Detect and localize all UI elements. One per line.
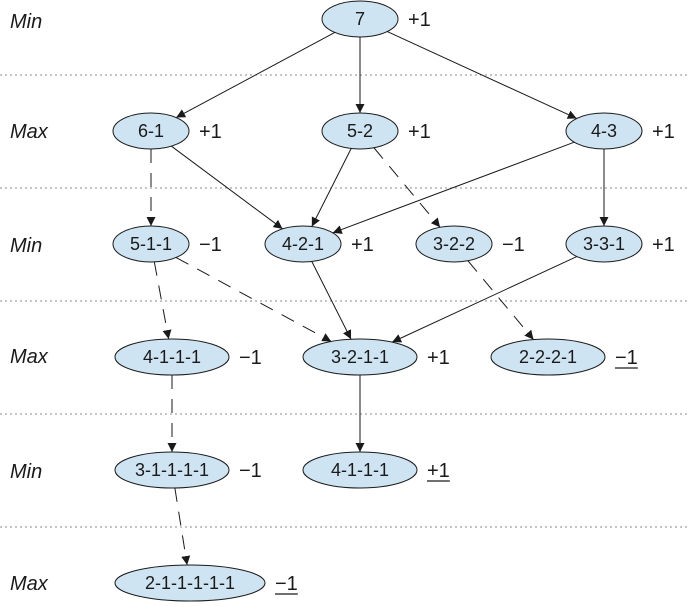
node-label: 4-2-1 bbox=[282, 234, 324, 254]
node-label: 2-1-1-1-1-1 bbox=[145, 573, 235, 593]
node-6-1: 6-1 +1 bbox=[112, 112, 222, 150]
node-ellipse bbox=[112, 225, 190, 263]
node-label: 4-3 bbox=[591, 121, 617, 141]
node-label: 2-2-2-1 bbox=[519, 347, 577, 367]
node-value: +1 bbox=[408, 9, 431, 31]
node-label: 3-2-2 bbox=[433, 234, 475, 254]
node-label: 3-1-1-1-1 bbox=[135, 460, 209, 480]
node-value: +1 bbox=[652, 121, 675, 143]
node-4-1-1-1-b: 4-1-1-1 +1 bbox=[302, 451, 450, 489]
node-ellipse bbox=[302, 338, 418, 376]
edge-3-1-1-1-1-to-2-1-1-1-1-1 bbox=[174, 487, 191, 566]
node-value: −1 bbox=[275, 573, 298, 595]
edges bbox=[146, 31, 609, 566]
node-ellipse bbox=[490, 338, 606, 376]
node-value: +1 bbox=[652, 234, 675, 256]
edge-4-3-to-4-2-1 bbox=[332, 141, 575, 234]
edge-7-to-4-3 bbox=[387, 31, 577, 119]
node-4-3: 4-3 +1 bbox=[565, 112, 675, 150]
node-4-2-1: 4-2-1 +1 bbox=[264, 225, 374, 263]
node-label: 7 bbox=[355, 9, 365, 29]
level-label-max: Max bbox=[10, 121, 49, 143]
node-ellipse bbox=[321, 112, 399, 150]
node-value: +1 bbox=[199, 121, 222, 143]
node-4-1-1-1: 4-1-1-1 −1 bbox=[114, 338, 262, 376]
node-ellipse bbox=[415, 225, 493, 263]
node-7: 7 +1 bbox=[321, 0, 431, 38]
edge-3-3-1-to-3-2-1-1 bbox=[391, 256, 578, 343]
level-label-min: Min bbox=[10, 11, 42, 33]
node-3-1-1-1-1: 3-1-1-1-1 −1 bbox=[114, 451, 262, 489]
edge-7-to-6-1 bbox=[175, 32, 336, 118]
level-label-min: Min bbox=[10, 235, 42, 257]
level-label-max: Max bbox=[10, 573, 49, 595]
node-value: +1 bbox=[427, 347, 450, 369]
edge-5-2-to-3-2-2 bbox=[373, 147, 441, 228]
node-label: 3-3-1 bbox=[583, 234, 625, 254]
edge-5-2-to-4-2-1 bbox=[311, 148, 352, 227]
node-value: −1 bbox=[239, 460, 262, 482]
node-label: 6-1 bbox=[138, 121, 164, 141]
node-ellipse bbox=[565, 112, 643, 150]
node-value: +1 bbox=[351, 234, 374, 256]
edge-4-2-1-to-3-2-1-1 bbox=[311, 261, 352, 340]
node-3-3-1: 3-3-1 +1 bbox=[565, 225, 675, 263]
node-value: +1 bbox=[408, 121, 431, 143]
node-ellipse bbox=[302, 451, 418, 489]
level-label-min: Min bbox=[10, 461, 42, 483]
node-5-1-1: 5-1-1 −1 bbox=[112, 225, 222, 263]
edge-5-1-1-to-4-1-1-1 bbox=[153, 261, 172, 340]
node-3-2-1-1: 3-2-1-1 +1 bbox=[302, 338, 450, 376]
node-2-1-1-1-1-1: 2-1-1-1-1-1 −1 bbox=[114, 564, 298, 602]
node-ellipse bbox=[114, 564, 266, 602]
node-label: 3-2-1-1 bbox=[331, 347, 389, 367]
node-value: −1 bbox=[239, 347, 262, 369]
node-3-2-2: 3-2-2 −1 bbox=[415, 225, 525, 263]
node-value: −1 bbox=[199, 234, 222, 256]
level-label-max: Max bbox=[10, 346, 49, 368]
edge-6-1-to-4-2-1 bbox=[171, 145, 283, 230]
node-ellipse bbox=[321, 0, 399, 38]
node-value: +1 bbox=[427, 460, 450, 482]
node-label: 4-1-1-1 bbox=[143, 347, 201, 367]
node-value: −1 bbox=[502, 234, 525, 256]
edge-5-1-1-to-3-2-1-1 bbox=[175, 257, 332, 342]
node-ellipse bbox=[114, 338, 230, 376]
node-label: 4-1-1-1 bbox=[331, 460, 389, 480]
node-label: 5-1-1 bbox=[130, 234, 172, 254]
node-ellipse bbox=[112, 112, 190, 150]
node-5-2: 5-2 +1 bbox=[321, 112, 431, 150]
node-label: 5-2 bbox=[347, 121, 373, 141]
node-ellipse bbox=[114, 451, 230, 489]
node-2-2-2-1: 2-2-2-1 −1 bbox=[490, 338, 638, 376]
node-ellipse bbox=[565, 225, 643, 263]
edge-3-2-2-to-2-2-2-1 bbox=[467, 260, 534, 340]
node-ellipse bbox=[264, 225, 342, 263]
node-value: −1 bbox=[615, 347, 638, 369]
